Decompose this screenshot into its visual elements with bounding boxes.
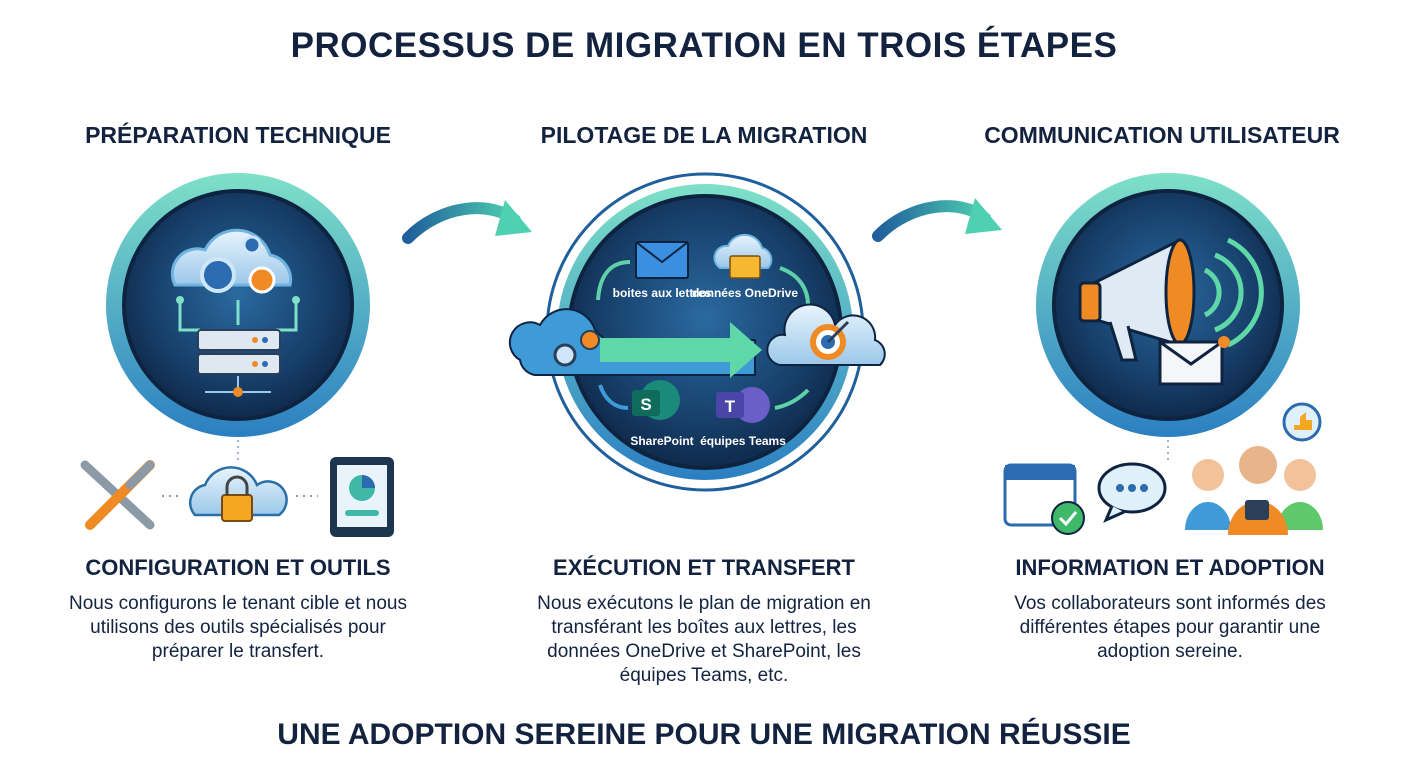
label-mailboxes: boites aux lettres <box>612 286 712 300</box>
label-teams: équipes Teams <box>700 434 786 448</box>
preparation-circle <box>106 173 370 437</box>
step2-subheading: EXÉCUTION ET TRANSFERT <box>553 555 855 580</box>
thumbs-up-icon <box>1282 402 1322 442</box>
transfer-arrow-icon <box>600 322 762 378</box>
label-onedrive: données OneDrive <box>691 286 799 300</box>
gear-icon <box>200 257 236 293</box>
step3-subheading: INFORMATION ET ADOPTION <box>1015 555 1325 580</box>
tablet-chart-icon <box>330 457 394 537</box>
step3-heading: COMMUNICATION UTILISATEUR <box>984 122 1340 148</box>
tools-icon <box>80 460 155 530</box>
svg-text:T: T <box>725 397 736 416</box>
calendar-check-icon <box>1003 463 1085 535</box>
label-sharepoint: SharePoint <box>630 434 694 448</box>
step2-heading: PILOTAGE DE LA MIGRATION <box>540 122 868 148</box>
communication-circle <box>1036 173 1300 437</box>
megaphone-icon <box>1078 237 1196 362</box>
page-title: PROCESSUS DE MIGRATION EN TROIS ÉTAPES <box>290 26 1118 65</box>
gear-icon <box>242 235 262 255</box>
step1-description: Nous configurons le tenant cible et nous… <box>69 593 407 662</box>
svg-text:S: S <box>640 395 651 414</box>
people-icon <box>1185 446 1323 535</box>
step1-subheading: CONFIGURATION ET OUTILS <box>85 555 391 580</box>
chat-bubble-icon <box>1097 462 1167 523</box>
migration-circle: S T <box>508 172 886 492</box>
server-icon <box>197 329 281 375</box>
step3-description: Vos collaborateurs sont informés des dif… <box>1014 593 1326 662</box>
gear-icon <box>248 266 276 294</box>
step2-description: Nous exécutons le plan de migration en t… <box>537 593 871 686</box>
cloud-lock-icon <box>188 466 288 522</box>
step1-heading: PRÉPARATION TECHNIQUE <box>85 122 391 148</box>
footer-tagline: UNE ADOPTION SEREINE POUR UNE MIGRATION … <box>277 718 1131 751</box>
